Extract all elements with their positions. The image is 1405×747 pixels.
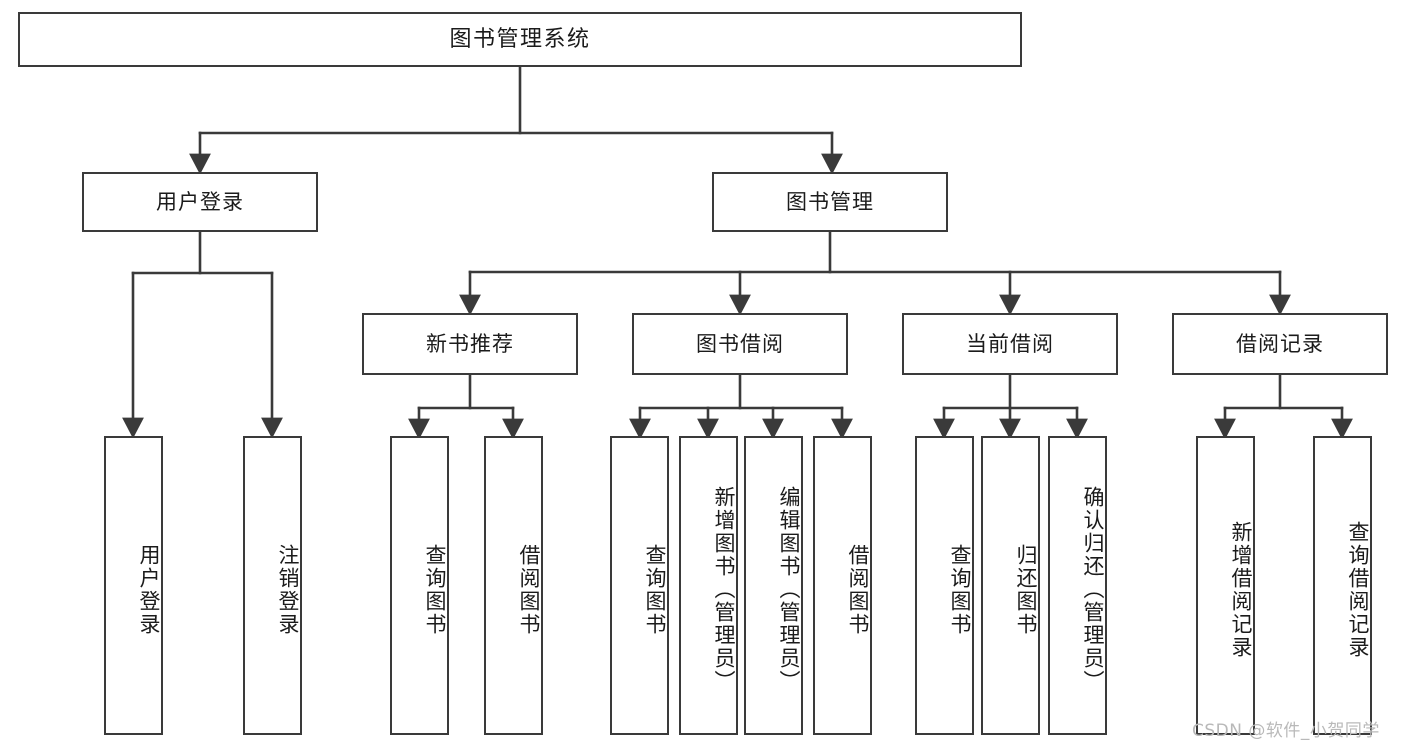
leaf-query-record[interactable]: 查询借阅记录 bbox=[1313, 436, 1372, 735]
csdn-watermark: CSDN @软件_小贺同学 bbox=[1192, 721, 1380, 741]
node-current-borrow-label: 当前借阅 bbox=[966, 331, 1054, 356]
leaf-add-record-label: 新增借阅记录 bbox=[1229, 520, 1253, 659]
leaf-user-login[interactable]: 用户登录 bbox=[104, 436, 163, 735]
leaf-query-book-1[interactable]: 查询图书 bbox=[390, 436, 449, 735]
node-root-label: 图书管理系统 bbox=[449, 26, 591, 52]
leaf-query-record-label: 查询借阅记录 bbox=[1346, 520, 1370, 659]
leaf-query-book-3-label: 查询图书 bbox=[948, 543, 972, 636]
node-root-system[interactable]: 图书管理系统 bbox=[18, 12, 1022, 67]
leaf-borrow-book-1-label: 借阅图书 bbox=[517, 543, 541, 636]
leaf-query-book-3[interactable]: 查询图书 bbox=[915, 436, 974, 735]
node-book-borrow[interactable]: 图书借阅 bbox=[632, 313, 848, 375]
leaf-add-book-label: 新增图书（管理员） bbox=[712, 486, 736, 693]
leaf-query-book-2-label: 查询图书 bbox=[643, 543, 667, 636]
leaf-query-book-2[interactable]: 查询图书 bbox=[610, 436, 669, 735]
node-new-book-rec[interactable]: 新书推荐 bbox=[362, 313, 578, 375]
leaf-query-book-1-label: 查询图书 bbox=[423, 543, 447, 636]
node-book-manage-label: 图书管理 bbox=[786, 189, 874, 214]
leaf-return-book-label: 归还图书 bbox=[1014, 543, 1038, 636]
leaf-logout-login-label: 注销登录 bbox=[276, 543, 300, 636]
leaf-confirm-return[interactable]: 确认归还（管理员） bbox=[1048, 436, 1107, 735]
node-current-borrow[interactable]: 当前借阅 bbox=[902, 313, 1118, 375]
node-book-borrow-label: 图书借阅 bbox=[696, 331, 784, 356]
leaf-user-login-label: 用户登录 bbox=[137, 543, 161, 636]
node-user-login[interactable]: 用户登录 bbox=[82, 172, 318, 232]
node-user-login-label: 用户登录 bbox=[156, 189, 244, 214]
leaf-edit-book[interactable]: 编辑图书（管理员） bbox=[744, 436, 803, 735]
leaf-add-book[interactable]: 新增图书（管理员） bbox=[679, 436, 738, 735]
leaf-borrow-book-2-label: 借阅图书 bbox=[846, 543, 870, 636]
leaf-logout-login[interactable]: 注销登录 bbox=[243, 436, 302, 735]
node-new-book-rec-label: 新书推荐 bbox=[426, 331, 514, 356]
leaf-confirm-return-label: 确认归还（管理员） bbox=[1081, 486, 1105, 693]
node-book-manage[interactable]: 图书管理 bbox=[712, 172, 948, 232]
leaf-borrow-book-2[interactable]: 借阅图书 bbox=[813, 436, 872, 735]
leaf-borrow-book-1[interactable]: 借阅图书 bbox=[484, 436, 543, 735]
leaf-edit-book-label: 编辑图书（管理员） bbox=[777, 486, 801, 693]
leaf-add-record[interactable]: 新增借阅记录 bbox=[1196, 436, 1255, 735]
node-borrow-record-label: 借阅记录 bbox=[1236, 331, 1324, 356]
leaf-return-book[interactable]: 归还图书 bbox=[981, 436, 1040, 735]
node-borrow-record[interactable]: 借阅记录 bbox=[1172, 313, 1388, 375]
